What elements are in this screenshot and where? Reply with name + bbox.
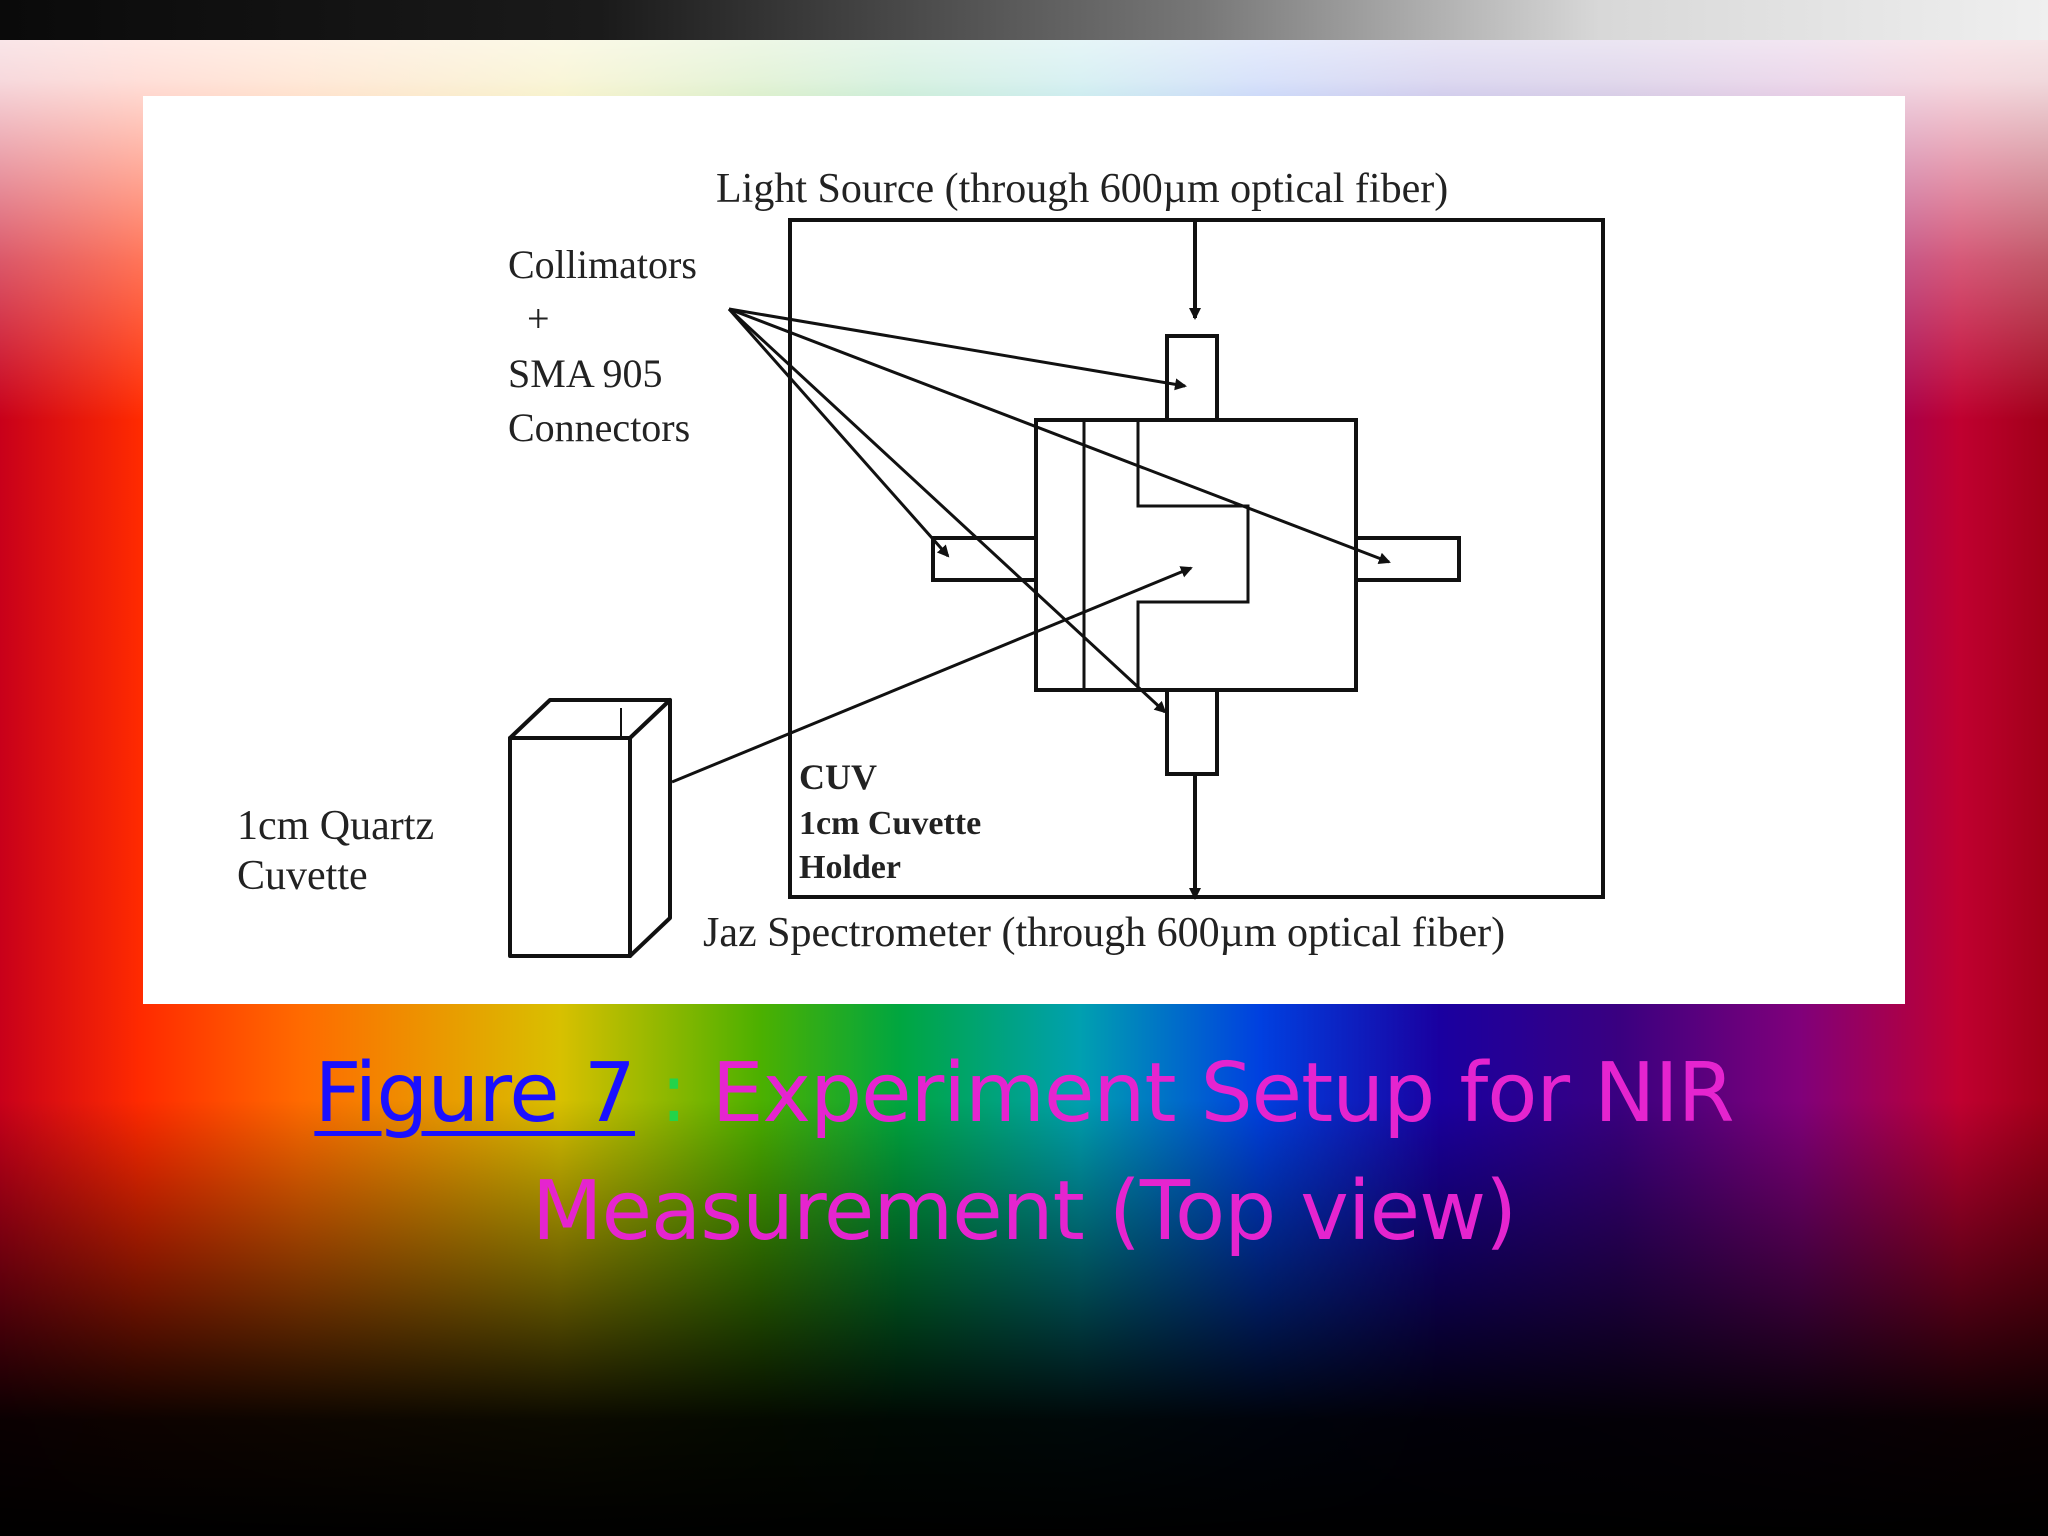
light-source-label: Light Source (through 600µm optical fibe… bbox=[716, 166, 1448, 212]
cuvette-slot bbox=[1136, 420, 1250, 690]
connector-top bbox=[1165, 334, 1219, 422]
quartz-label-line2: Cuvette bbox=[237, 853, 368, 899]
cuvette-pointer-arrow bbox=[671, 566, 1193, 784]
quartz-label-line1: 1cm Quartz bbox=[237, 803, 434, 849]
setup-diagram: Light Source (through 600µm optical fibe… bbox=[237, 166, 1605, 958]
connectors-label: Connectors bbox=[508, 405, 690, 450]
quartz-cuvette-icon bbox=[508, 698, 672, 958]
pointer-arrow bbox=[728, 307, 1391, 565]
diagram-panel: Light Source (through 600µm optical fibe… bbox=[143, 96, 1905, 1004]
sma-label: SMA 905 bbox=[508, 351, 663, 396]
connector-bottom bbox=[1165, 688, 1219, 776]
caption-line1: Experiment Setup for NIR bbox=[711, 1046, 1735, 1141]
caption-separator: : bbox=[634, 1046, 712, 1141]
holder-label: Holder bbox=[799, 849, 901, 886]
cuv-label: CUV bbox=[799, 757, 877, 797]
collimators-label: Collimators bbox=[508, 242, 697, 287]
pointer-arrow bbox=[728, 307, 1187, 391]
pointer-arrow bbox=[727, 308, 950, 558]
cuvette-holder-label: 1cm Cuvette bbox=[799, 805, 981, 842]
figure-caption: Figure 7 : Experiment Setup for NIR Meas… bbox=[200, 1035, 1848, 1271]
figure-7-link[interactable]: Figure 7 bbox=[314, 1046, 636, 1141]
spectrometer-label: Jaz Spectrometer (through 600µm optical … bbox=[703, 910, 1505, 956]
connector-right bbox=[1354, 536, 1461, 582]
plus-label: + bbox=[527, 296, 550, 341]
caption-line2: Measurement (Top view) bbox=[531, 1164, 1517, 1259]
top-gradient-bar bbox=[0, 0, 2048, 40]
pointer-arrow bbox=[727, 307, 1167, 714]
